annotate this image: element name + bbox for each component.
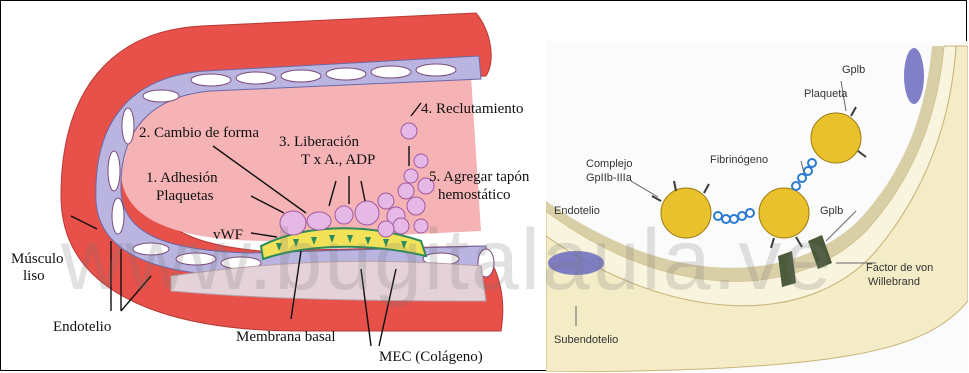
label-mec: MEC (Colágeno): [379, 349, 483, 365]
label-step4: 4. Reclutamiento: [421, 101, 523, 117]
label-plaqueta: Plaqueta: [804, 88, 848, 100]
label-complejo-line2: GpIIb-IIIa: [586, 172, 633, 184]
label-endotelio: Endotelio: [53, 319, 111, 335]
label-musculo-line1: Músculo: [11, 251, 64, 267]
label-endotelio-right: Endotelio: [554, 205, 600, 217]
label-gplb-top: Gplb: [842, 64, 865, 76]
label-musculo-line2: liso: [23, 268, 45, 284]
label-step5-line2: hemostático: [438, 187, 510, 203]
label-gplb-mid: Gplb: [820, 205, 843, 217]
label-step3-line2: T x A., ADP: [301, 152, 375, 168]
label-step1-line1: 1. Adhesión: [146, 170, 218, 186]
vessel-hemostasis-diagram: 1. Adhesión Plaquetas 2. Cambio de forma…: [1, 1, 546, 372]
platelet-diagram-svg: Plaqueta Gplb Complejo GpIIb-IIIa Fibrin…: [546, 1, 968, 372]
label-factor-line1: Factor de von: [866, 262, 933, 274]
label-step2: 2. Cambio de forma: [139, 125, 259, 141]
label-factor-line2: Willebrand: [868, 276, 920, 288]
label-step1-line2: Plaquetas: [156, 188, 214, 204]
endothelial-cell-shape-top: [904, 48, 924, 104]
platelet-adhesion-diagram: Plaqueta Gplb Complejo GpIIb-IIIa Fibrin…: [546, 1, 969, 372]
endothelial-cell-shape: [548, 251, 604, 275]
label-subendotelio: Subendotelio: [554, 334, 618, 346]
label-membrana-basal: Membrana basal: [236, 329, 336, 345]
label-step3-line1: 3. Liberación: [279, 134, 359, 150]
label-fibrinogeno: Fibrinógeno: [710, 154, 768, 166]
label-complejo-line1: Complejo: [586, 158, 632, 170]
vessel-diagram-svg: 1. Adhesión Plaquetas 2. Cambio de forma…: [1, 1, 546, 372]
label-step5-line1: 5. Agregar tapón: [429, 169, 530, 185]
label-vwf: vWF: [213, 227, 243, 243]
